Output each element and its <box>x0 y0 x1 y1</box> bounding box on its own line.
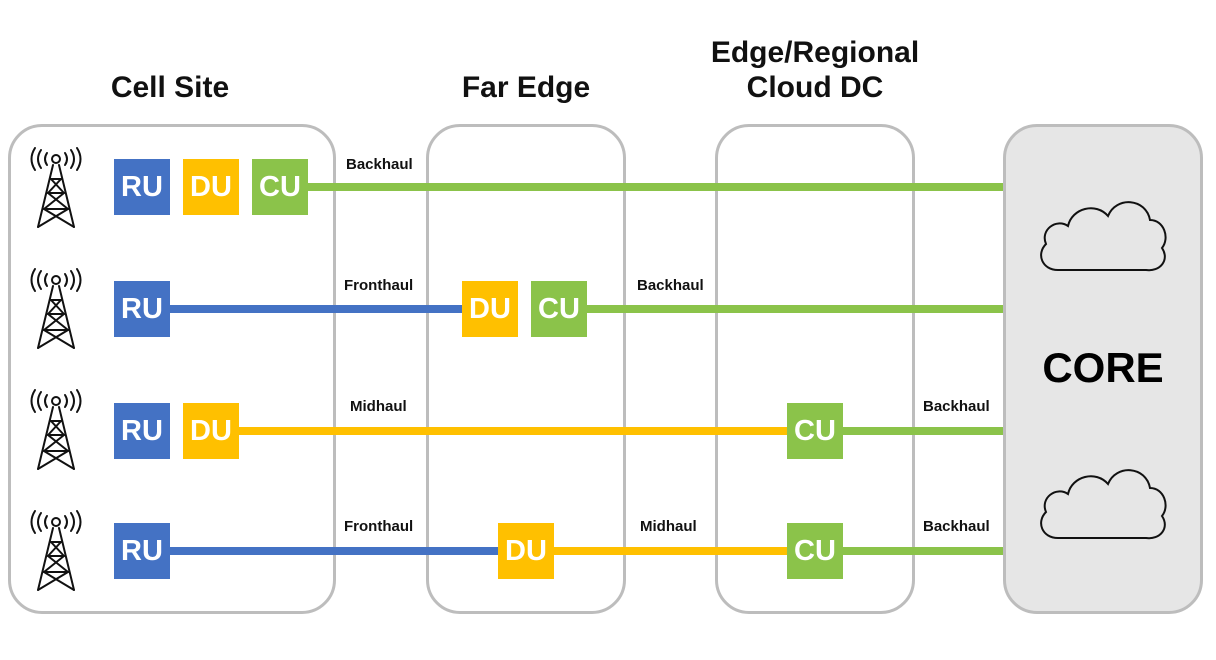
cu-box: CU <box>787 523 843 579</box>
zone-core <box>1003 124 1203 614</box>
zone-cell-site <box>8 124 336 614</box>
ru-box: RU <box>114 281 170 337</box>
du-box: DU <box>498 523 554 579</box>
ru-box: RU <box>114 523 170 579</box>
zone-title-edge-regional-line1: Edge/Regional <box>710 36 920 69</box>
cu-box: CU <box>787 403 843 459</box>
fronthaul-link <box>170 547 502 555</box>
cell-tower-icon <box>30 147 82 228</box>
cell-tower-icon <box>30 268 82 349</box>
link-label-backhaul: Backhaul <box>346 156 413 173</box>
du-box: DU <box>183 403 239 459</box>
zone-far-edge <box>426 124 626 614</box>
link-label-fronthaul: Fronthaul <box>344 277 414 294</box>
link-label-midhaul: Midhaul <box>640 518 697 535</box>
zone-title-cell-site: Cell Site <box>110 71 230 104</box>
backhaul-link <box>842 427 1003 435</box>
zone-title-edge-regional-line2: Cloud DC <box>746 71 884 104</box>
du-box: DU <box>183 159 239 215</box>
ru-box: RU <box>114 159 170 215</box>
backhaul-link <box>308 183 1003 191</box>
cu-box: CU <box>252 159 308 215</box>
backhaul-link <box>586 305 1003 313</box>
cell-tower-icon <box>30 510 82 591</box>
midhaul-link <box>552 547 790 555</box>
cu-box: CU <box>531 281 587 337</box>
ru-box: RU <box>114 403 170 459</box>
link-label-midhaul: Midhaul <box>350 398 407 415</box>
link-label-fronthaul: Fronthaul <box>344 518 414 535</box>
link-label-backhaul: Backhaul <box>923 518 990 535</box>
cell-tower-icon <box>30 389 82 470</box>
zone-title-far-edge: Far Edge <box>461 71 591 104</box>
du-box: DU <box>462 281 518 337</box>
fronthaul-link <box>170 305 465 313</box>
link-label-backhaul: Backhaul <box>637 277 704 294</box>
midhaul-link <box>238 427 790 435</box>
backhaul-link <box>842 547 1003 555</box>
cloud-icon <box>1040 469 1167 540</box>
core-label: CORE <box>1042 344 1164 391</box>
cloud-icon <box>1040 201 1167 272</box>
link-label-backhaul: Backhaul <box>923 398 990 415</box>
zone-edge-regional-cloud-dc <box>715 124 915 614</box>
